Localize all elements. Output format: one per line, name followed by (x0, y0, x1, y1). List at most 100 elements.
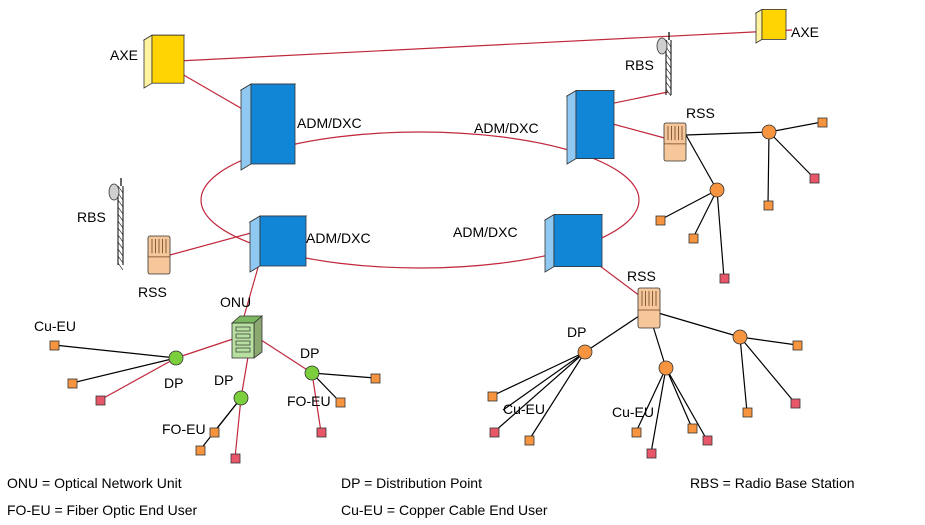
onu-slot (235, 340, 251, 346)
rbs-left-lattice (117, 234, 124, 243)
copper-link-17 (491, 351, 586, 397)
fo-eu-right-label: FO-EU (287, 393, 331, 409)
cu-eu-left-label: Cu-EU (34, 318, 76, 334)
copper-link-6 (685, 131, 770, 136)
rbs-top-lattice (665, 53, 672, 62)
rbs-top-lattice (665, 60, 672, 69)
distribution-point-2 (304, 365, 320, 381)
adm-dxc-top-right-label: ADM/DXC (474, 120, 539, 136)
adm-dxc-bottom-left-label: ADM/DXC (306, 230, 371, 246)
distribution-point-3 (761, 124, 777, 140)
adm-dxc-top-left-label: ADM/DXC (297, 115, 362, 131)
rbs-left-lattice (117, 255, 124, 264)
copper-end-user-5 (335, 397, 346, 408)
copper-link-13 (716, 189, 725, 279)
adm-dxc-top-left (239, 83, 297, 171)
fiber-end-user-4 (719, 273, 730, 284)
adm-to-rss-left-link (169, 229, 263, 256)
distribution-point-0 (168, 350, 184, 366)
copper-end-user-15 (742, 407, 753, 418)
rbs-top-lattice (665, 39, 672, 48)
rss-upper-right-label: RSS (686, 105, 715, 121)
axe-left-switch-side (143, 34, 153, 89)
copper-link-19 (528, 351, 586, 441)
rbs-left-lattice (117, 206, 124, 215)
node-labels: AXE AXE ADM/DXC ADM/DXC ADM/DXC ADM/DXC … (34, 24, 819, 437)
copper-link-22 (650, 367, 667, 454)
onu-slot (235, 326, 251, 332)
cu-eu-lower-center-label: Cu-EU (612, 404, 654, 420)
copper-link-20 (502, 351, 586, 411)
rss-left-label: RSS (138, 284, 167, 300)
copper-link-25 (739, 336, 798, 346)
distribution-point-7 (732, 329, 748, 345)
rbs-left-label: RBS (77, 209, 106, 225)
fiber-end-user-2 (316, 427, 327, 438)
legend-rbs: RBS = Radio Base Station (690, 475, 855, 491)
copper-link-11 (659, 189, 718, 221)
fiber-end-user-8 (790, 398, 801, 409)
copper-link-10 (768, 131, 815, 179)
copper-link-27 (739, 336, 796, 404)
copper-link-4 (311, 372, 376, 379)
rbs-left-lattice (117, 227, 124, 236)
dp-lower-right-label: DP (567, 324, 586, 340)
axe-right-switch (754, 8, 788, 44)
copper-end-user-8 (655, 215, 666, 226)
copper-link-26 (739, 336, 748, 413)
fiber-end-user-5 (489, 427, 500, 438)
rbs-top-lattice (665, 81, 672, 90)
distribution-point-1 (233, 390, 249, 406)
connection-links (53, 29, 823, 459)
copper-end-user-9 (688, 233, 699, 244)
onu-label: ONU (220, 294, 251, 310)
rbs-left-lattice (117, 199, 124, 208)
axe-right-switch-front (761, 8, 787, 40)
dp-to-fo-eu-link-1 (99, 357, 177, 401)
rbs-top-lattice (665, 88, 672, 97)
copper-end-user-11 (524, 435, 535, 446)
copper-link-21 (635, 367, 667, 433)
copper-end-user-6 (817, 117, 828, 128)
copper-link-1 (71, 357, 177, 384)
adm-dxc-bottom-right-label: ADM/DXC (453, 224, 518, 240)
copper-end-user-4 (370, 373, 381, 384)
adm-dxc-top-left-side (240, 83, 252, 171)
rbs-top (656, 32, 672, 97)
rbs-left-lattice (117, 241, 124, 250)
distribution-point-6 (658, 360, 674, 376)
rbs-left-dish (108, 183, 120, 201)
onu-to-dp-right-link (257, 337, 313, 374)
rbs-left-lattice (117, 185, 124, 194)
adm-dxc-top-right-front (575, 90, 615, 159)
adm-dxc-bottom-right (543, 213, 604, 273)
copper-end-user-12 (631, 427, 642, 438)
rbs-top-lattice (665, 67, 672, 76)
copper-end-user-2 (195, 445, 206, 456)
adm-dxc-top-right-side (566, 89, 577, 165)
fiber-end-user-0 (95, 395, 106, 406)
legend-cu-eu: Cu-EU = Copper Cable End User (341, 502, 548, 518)
adm-dxc-bottom-right-front (553, 214, 603, 268)
rbs-top-lattice (665, 74, 672, 83)
rbs-left-lattice (117, 262, 124, 271)
dp-to-fo-eu-link-2 (234, 397, 242, 459)
rbs-left-lattice (117, 213, 124, 222)
axe-right-switch-side (755, 8, 763, 44)
onu-front (231, 322, 255, 359)
dp-right-label: DP (300, 345, 319, 361)
axe-right-label: AXE (791, 24, 819, 40)
rbs-top-dish (656, 37, 668, 55)
rss-upper-right (663, 122, 687, 162)
copper-link-18 (493, 351, 586, 433)
rbs-left (108, 178, 124, 271)
legend-dp: DP = Distribution Point (341, 475, 482, 491)
onu-unit (230, 315, 264, 359)
legend-fo-eu: FO-EU = Fiber Optic End User (7, 502, 198, 518)
distribution-point-4 (709, 182, 725, 198)
axe-left-label: AXE (110, 47, 138, 63)
distribution-point-5 (577, 344, 593, 360)
dp-center-label: DP (214, 372, 233, 388)
